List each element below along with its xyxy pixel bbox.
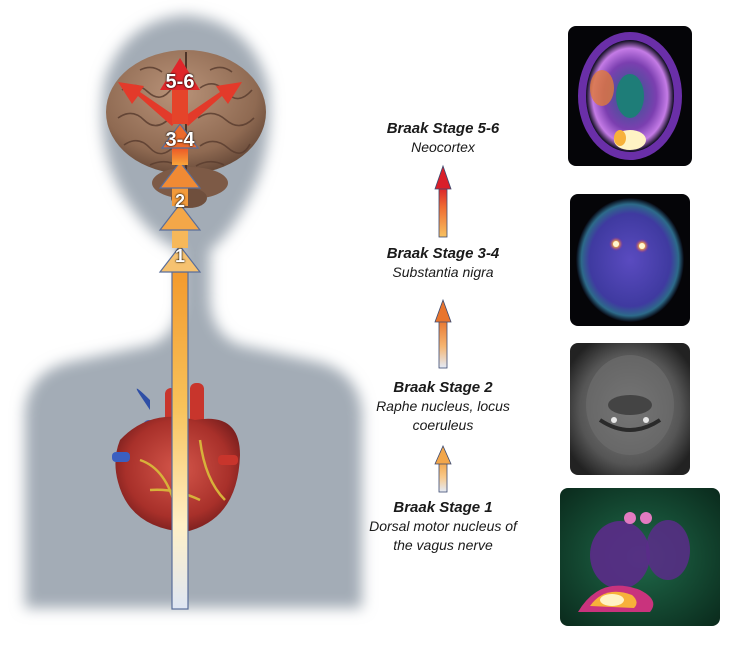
ascending-pathology-arrow [118,58,242,610]
stage-region: Substantia nigra [392,264,494,280]
stage-arrow-1-to-2 [434,445,452,493]
stage-label-5-6: Braak Stage 5-6 Neocortex [343,119,543,157]
stage-region: Neocortex [411,139,475,155]
stage-number-5-6: 5-6 [165,71,195,93]
stage-label-1: Braak Stage 1 Dorsal motor nucleus of th… [363,498,523,555]
stage-title: Braak Stage 1 [393,499,493,516]
stage-region: Raphe nucleus, locus coeruleus [376,398,510,433]
stage-arrow-3-4-to-5-6 [434,164,452,238]
stage-region: Dorsal motor nucleus of the vagus nerve [369,518,517,553]
stage-number-1: 1 [174,246,185,266]
cardiac-mibg-scan [560,488,720,626]
stage-number-2: 2 [174,191,185,211]
body-silhouette [25,15,362,608]
stage-label-3-4: Braak Stage 3-4 Substantia nigra [343,244,543,282]
stage-label-2: Braak Stage 2 Raphe nucleus, locus coeru… [355,378,531,435]
stage-title: Braak Stage 5-6 [386,120,500,137]
stage-title: Braak Stage 3-4 [386,245,500,262]
stage-title: Braak Stage 2 [393,379,493,396]
stage-number-3-4: 3-4 [165,129,195,151]
dat-spect-scan [570,194,690,326]
brain-pet-axial-scan [568,26,692,166]
neuromelanin-mri-scan [570,343,690,475]
stage-arrow-2-to-3-4 [434,298,452,369]
